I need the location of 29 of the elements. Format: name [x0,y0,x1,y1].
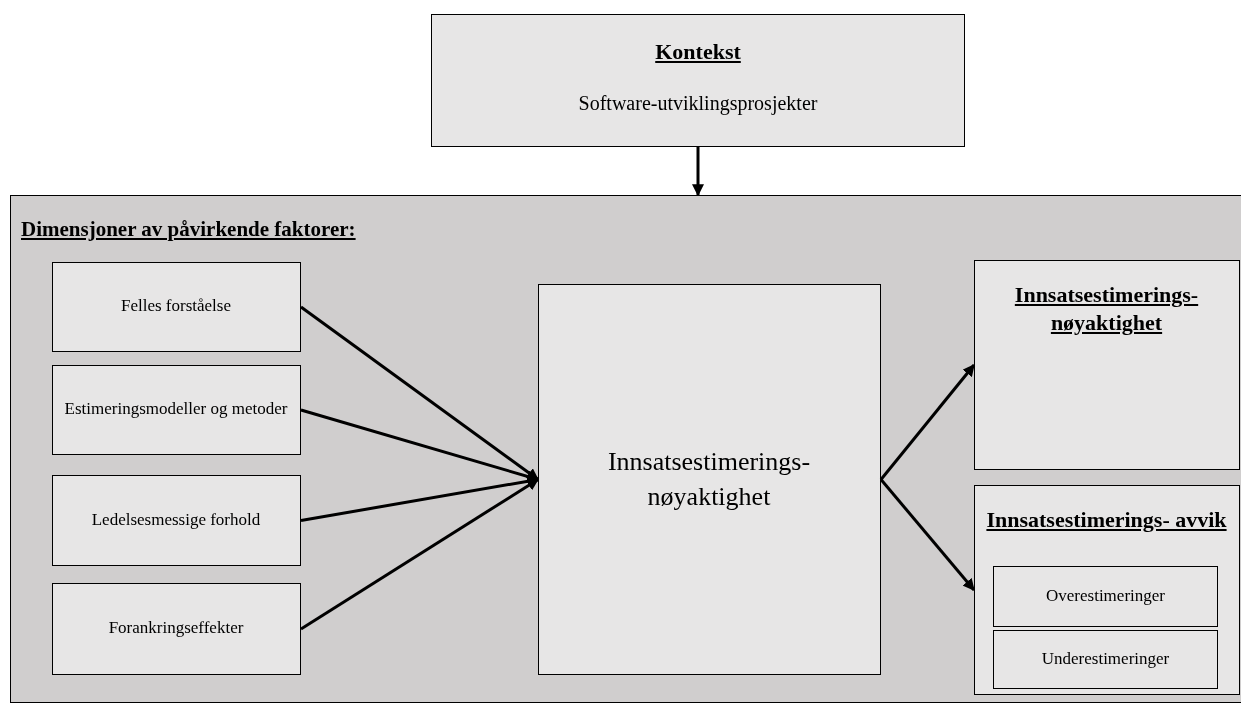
factor-box [51,261,301,352]
center-label: Innsatsestimerings- nøyaktighet [606,445,812,513]
arrow [300,475,540,522]
sub-box [993,566,1218,627]
subtitle: Software-utviklingsprosjekter [578,91,818,117]
box-label: Overestimeringer [1046,585,1165,608]
arrow [300,305,539,481]
factor-panel [10,195,1241,703]
box-label: Estimeringsmodeller og metoder [64,398,288,421]
box-label: Forankringseffekter [108,617,244,640]
sub-box [993,630,1218,689]
panel-heading: Dimensjoner av påvirkende faktorer: [21,216,356,243]
factor-box [51,582,301,675]
context-box [431,14,965,147]
center-box [537,283,881,675]
outcome-box [973,484,1240,695]
arrow [692,147,704,197]
arrow [300,478,539,631]
heading: Kontekst [655,38,741,66]
box-label: Felles forståelse [121,295,231,318]
box-label: Underestimeringer [1041,648,1170,671]
factor-box [51,474,301,566]
box-label: Ledelsesmessige forhold [91,508,261,531]
outcome-box [973,259,1240,470]
outcome-heading: Innsatsestimerings- nøyaktighet [1013,280,1200,338]
factor-box [51,364,301,455]
outcome-heading: Innsatsestimerings- avvik [985,505,1228,534]
arrow [879,478,976,591]
arrow [879,364,976,481]
